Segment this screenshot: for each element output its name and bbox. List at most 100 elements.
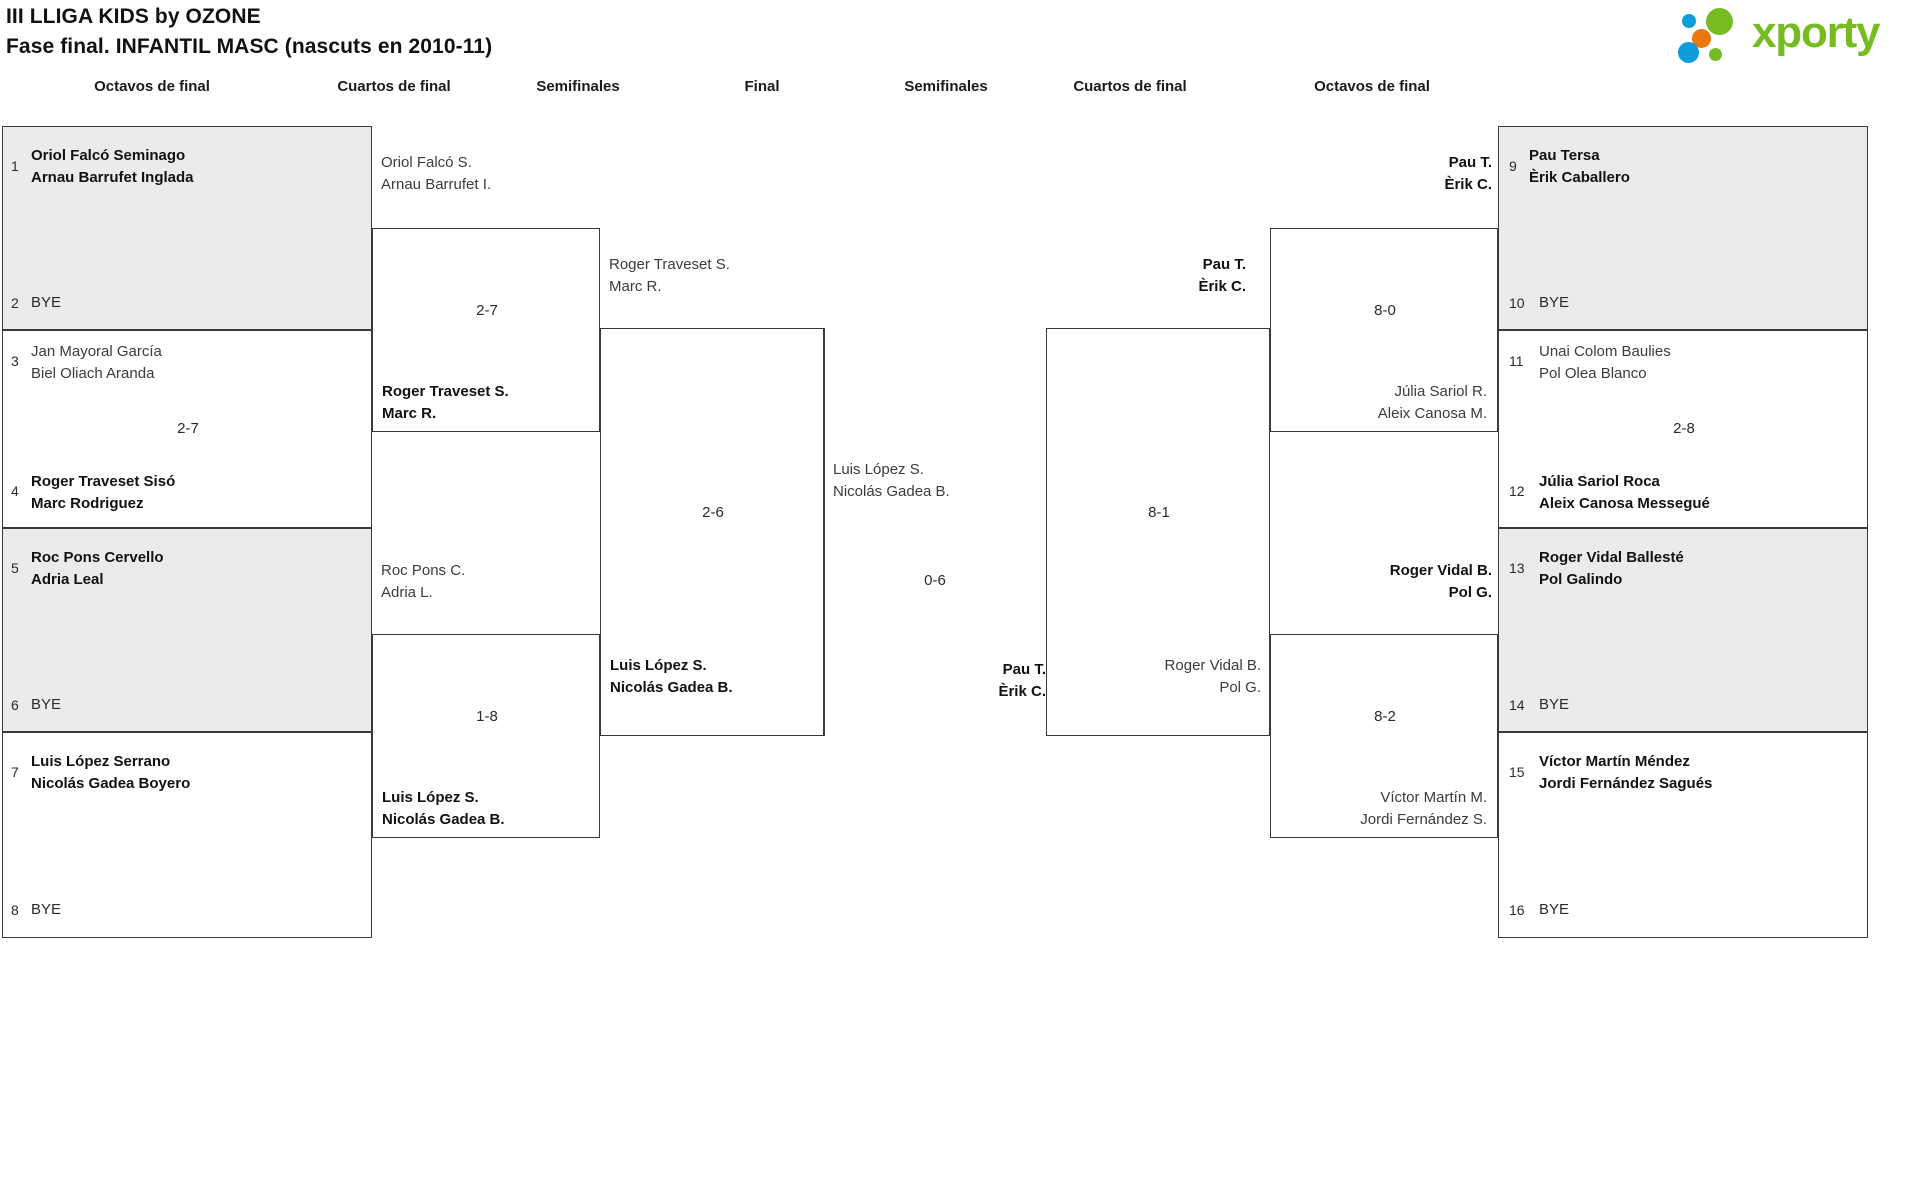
left-cuartos-match-2[interactable]: 1-8 Luis López S. Nicolás Gadea B. xyxy=(372,634,600,838)
seed-number: 11 xyxy=(1509,353,1524,369)
right-semifinal-match[interactable]: 8-1 Roger Vidal B. Pol G. xyxy=(1046,328,1270,736)
tournament-subtitle: Fase final. INFANTIL MASC (nascuts en 20… xyxy=(6,35,493,58)
match-score: 2-6 xyxy=(702,504,724,521)
logo-dots-icon xyxy=(1678,6,1750,63)
team-name-line1: Luis López S. xyxy=(382,789,479,806)
team-name-line1: Oriol Falcó S. xyxy=(381,154,472,171)
match-score: 2-8 xyxy=(1673,420,1695,437)
seed-number: 1 xyxy=(11,158,19,174)
team-names-top: Víctor Martín Méndez Jordi Fernández Sag… xyxy=(1539,751,1712,795)
round-label-final: Final xyxy=(744,78,780,95)
round-label-left-cuartos: Cuartos de final xyxy=(337,78,451,95)
right-cuartos-match-1[interactable]: 8-0 Júlia Sariol R. Aleix Canosa M. xyxy=(1270,228,1498,432)
team-name-line2: Marc R. xyxy=(382,405,437,422)
right-cuartos-2-top-names: Roger Vidal B. Pol G. xyxy=(1270,560,1492,604)
team-name-line2: Arnau Barrufet I. xyxy=(381,176,492,193)
right-cuartos-match-2[interactable]: 8-2 Víctor Martín M. Jordi Fernández S. xyxy=(1270,634,1498,838)
left-octavos-match-2[interactable]: 3 Jan Mayoral García Biel Oliach Aranda … xyxy=(2,330,372,528)
team-names-bottom: Víctor Martín M. Jordi Fernández S. xyxy=(1279,787,1487,831)
team-name-line2: Èrik C. xyxy=(1444,176,1492,193)
seed-number: 15 xyxy=(1509,764,1525,780)
dot-green-small-icon xyxy=(1709,48,1722,61)
dot-green-large-icon xyxy=(1706,8,1733,35)
right-cuartos-1-top-names: Pau T. Èrik C. xyxy=(1270,152,1492,196)
left-semifinal-match[interactable]: 2-6 Luis López S. Nicolás Gadea B. xyxy=(600,328,824,736)
team-name-line2: Nicolás Gadea B. xyxy=(610,679,733,696)
team-name-line2: Jordi Fernández S. xyxy=(1360,811,1487,828)
match-score: 8-1 xyxy=(1148,504,1170,521)
team-name-line2: Pol Galindo xyxy=(1539,571,1623,588)
round-label-left-semis: Semifinales xyxy=(536,78,620,95)
round-label-right-semis: Semifinales xyxy=(904,78,988,95)
team-name-line1: Pau Tersa xyxy=(1529,147,1600,164)
tournament-title: III LLIGA KIDS by OZONE xyxy=(6,5,261,28)
team-name-line2: Marc R. xyxy=(609,278,662,295)
round-label-right-cuartos: Cuartos de final xyxy=(1073,78,1187,95)
right-octavos-match-3[interactable]: 13 Roger Vidal Ballesté Pol Galindo 14 B… xyxy=(1498,528,1868,732)
seed-number: 7 xyxy=(11,764,19,780)
team-name-line1: Roger Traveset Sisó xyxy=(31,473,176,490)
seed-number: 2 xyxy=(11,295,19,311)
team-names-top: Roc Pons Cervello Adria Leal xyxy=(31,547,164,591)
final-bottom-names: Pau T. Èrik C. xyxy=(846,659,1046,703)
team-name-line2: Pol G. xyxy=(1219,679,1261,696)
team-names-bottom: Luis López S. Nicolás Gadea B. xyxy=(382,787,505,831)
seed-number: 13 xyxy=(1509,560,1525,576)
team-name-line1: Víctor Martín M. xyxy=(1380,789,1487,806)
right-octavos-match-1[interactable]: 9 Pau Tersa Èrik Caballero 10 BYE xyxy=(1498,126,1868,330)
team-names-top: Roger Vidal Ballesté Pol Galindo xyxy=(1539,547,1684,591)
team-name-line2: Jordi Fernández Sagués xyxy=(1539,775,1713,792)
left-semifinal-top-names: Roger Traveset S. Marc R. xyxy=(609,254,730,298)
team-name-line2: Marc Rodriguez xyxy=(31,495,144,512)
right-octavos-match-4[interactable]: 15 Víctor Martín Méndez Jordi Fernández … xyxy=(1498,732,1868,938)
team-name-line1: Unai Colom Baulies xyxy=(1539,343,1671,360)
left-octavos-match-4[interactable]: 7 Luis López Serrano Nicolás Gadea Boyer… xyxy=(2,732,372,938)
team-name-line2: Nicolás Gadea Boyero xyxy=(31,775,191,792)
match-score: 8-2 xyxy=(1374,708,1396,725)
team-names-bottom: BYE xyxy=(1539,294,1570,311)
team-name-line1: Roger Vidal B. xyxy=(1389,562,1492,579)
team-name-line2: Èrik C. xyxy=(998,683,1046,700)
seed-number: 10 xyxy=(1509,295,1525,311)
team-name-line1: Roc Pons C. xyxy=(381,562,466,579)
team-name-line1: Roger Traveset S. xyxy=(609,256,730,273)
team-name-line2: Èrik C. xyxy=(1198,278,1246,295)
team-names-top: Jan Mayoral García Biel Oliach Aranda xyxy=(31,341,162,385)
seed-number: 5 xyxy=(11,560,19,576)
seed-number: 9 xyxy=(1509,158,1517,174)
title-block: III LLIGA KIDS by OZONE Fase final. INFA… xyxy=(6,2,492,62)
seed-number: 4 xyxy=(11,483,19,499)
team-names-bottom: BYE xyxy=(1539,696,1570,713)
team-names-bottom: BYE xyxy=(1539,901,1570,918)
team-name-line2: Pol Olea Blanco xyxy=(1539,365,1647,382)
right-octavos-match-2[interactable]: 11 Unai Colom Baulies Pol Olea Blanco 2-… xyxy=(1498,330,1868,528)
final-top-names: Luis López S. Nicolás Gadea B. xyxy=(833,459,950,503)
seed-number: 6 xyxy=(11,697,19,713)
left-cuartos-match-1[interactable]: 2-7 Roger Traveset S. Marc R. xyxy=(372,228,600,432)
left-octavos-match-1[interactable]: 1 Oriol Falcó Seminago Arnau Barrufet In… xyxy=(2,126,372,330)
seed-number: 8 xyxy=(11,902,19,918)
seed-number: 16 xyxy=(1509,902,1525,918)
dot-blue-large-icon xyxy=(1678,42,1699,63)
team-name-line2: Èrik Caballero xyxy=(1529,169,1630,186)
team-name-line2: Arnau Barrufet Inglada xyxy=(31,169,194,186)
left-cuartos-1-top-names: Oriol Falcó S. Arnau Barrufet I. xyxy=(381,152,491,196)
team-name-line1: Luis López S. xyxy=(610,657,707,674)
final-score: 0-6 xyxy=(924,572,946,589)
team-name-line1: Pau T. xyxy=(1002,661,1046,678)
round-label-left-octavos: Octavos de final xyxy=(94,78,210,95)
team-names-bottom: Roger Traveset Sisó Marc Rodriguez xyxy=(31,471,175,515)
dot-blue-small-icon xyxy=(1682,14,1696,28)
page-header: III LLIGA KIDS by OZONE Fase final. INFA… xyxy=(0,0,1920,70)
team-name-line1: Roger Vidal B. xyxy=(1164,657,1261,674)
team-name-line2: Nicolás Gadea B. xyxy=(382,811,505,828)
seed-number: 12 xyxy=(1509,483,1525,499)
team-name-line1: Luis López Serrano xyxy=(31,753,171,770)
left-octavos-match-3[interactable]: 5 Roc Pons Cervello Adria Leal 6 BYE xyxy=(2,528,372,732)
team-name-line2: Adria L. xyxy=(381,584,433,601)
team-name-line1: Luis López S. xyxy=(833,461,924,478)
team-names-top: Unai Colom Baulies Pol Olea Blanco xyxy=(1539,341,1671,385)
team-name-line1: Roc Pons Cervello xyxy=(31,549,164,566)
